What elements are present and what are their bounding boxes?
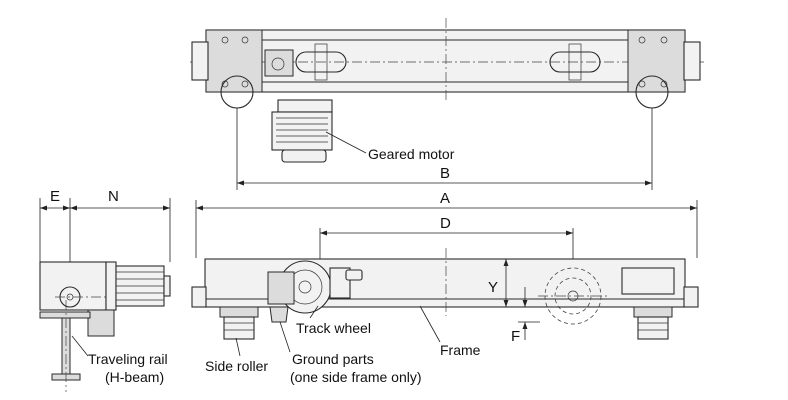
top-geared-motor [271,99,333,163]
dimension-b: B [440,165,450,182]
top-right-end-block [627,29,686,93]
ground-parts-shape [269,306,289,323]
track-wheel-label: Track wheel [296,320,371,336]
geared-motor-label: Geared motor [368,146,455,162]
side-view-left-roller [219,306,259,340]
top-right-wheel [549,51,601,73]
end-view: E N Traveling rail (H-beam) [39,188,171,392]
side-roller-label: Side roller [205,358,268,374]
dimension-y: Y [488,279,498,296]
top-left-wheel [295,51,347,73]
side-view-right-roller [633,306,673,340]
side-view: A D [191,190,699,385]
top-left-end-block [205,29,263,93]
end-view-block [39,261,107,311]
dimension-d: D [440,215,451,232]
traveling-rail-hbeam [39,300,91,392]
traveling-rail-note: (H-beam) [105,369,164,385]
dimension-n: N [108,188,119,205]
dimension-f: F [511,328,520,345]
ground-parts-label: Ground parts [292,351,374,367]
name-plate [621,267,675,295]
end-view-geared-motor [105,261,171,311]
dimension-e: E [50,188,60,205]
frame-label: Frame [440,342,481,358]
top-gearbox [264,49,294,77]
ground-parts-note: (one side frame only) [290,369,422,385]
dimension-a: A [440,190,450,207]
traveling-rail-label: Traveling rail [88,351,168,367]
top-view: Geared motor B [190,18,705,190]
